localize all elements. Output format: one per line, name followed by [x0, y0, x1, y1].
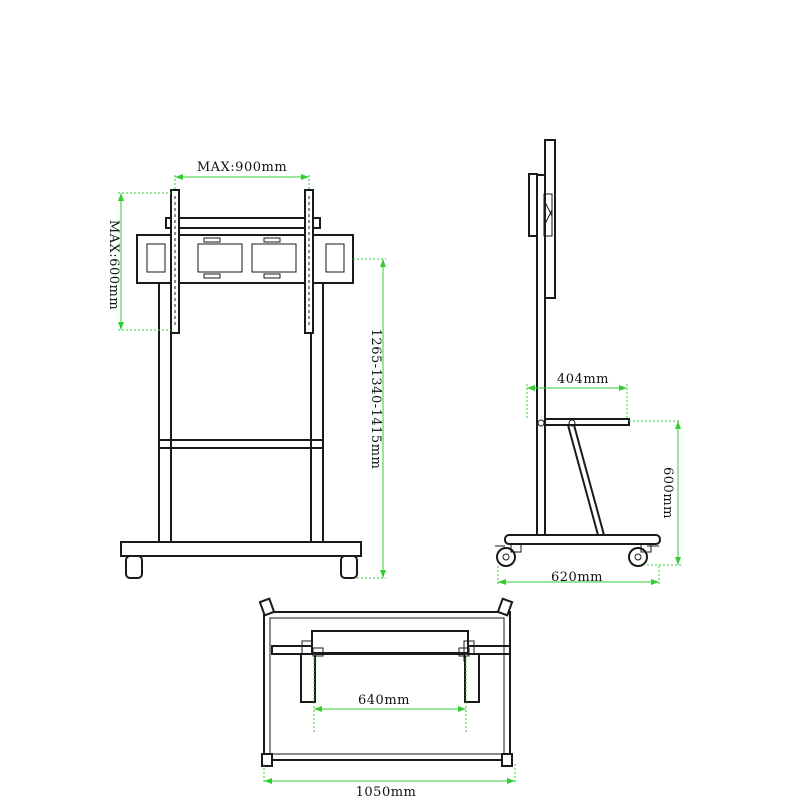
side-caster-right [628, 543, 659, 567]
side-shelf [544, 418, 630, 426]
vesa-arm-right [304, 189, 314, 334]
side-dimensions: 404mm 600mm 620mm [497, 372, 681, 585]
side-caster-left [495, 543, 522, 567]
front-top-rail [165, 217, 321, 229]
front-view [120, 189, 362, 579]
mounting-plate [136, 234, 354, 284]
shelf-strut [566, 424, 606, 536]
side-base-label: 620mm [551, 570, 603, 585]
plate-hole [203, 273, 221, 279]
side-bracket-back [528, 173, 538, 237]
top-caster [261, 753, 273, 767]
top-caster [496, 597, 514, 617]
plate-hole [263, 273, 281, 279]
plate-hole [203, 237, 221, 243]
front-left-pole [158, 239, 172, 543]
max-height-label: MAX:600mm [106, 220, 121, 310]
front-cross-bar [158, 439, 324, 449]
plate-slot [197, 243, 243, 273]
plate-hole [263, 237, 281, 243]
front-dimensions: MAX:900mm MAX:600mm 1265-1340-1415mm [106, 160, 386, 579]
top-caster [501, 753, 513, 767]
plate-slot [251, 243, 297, 273]
top-pole-left [300, 653, 316, 703]
max-width-label: MAX:900mm [197, 160, 287, 175]
top-view [258, 597, 514, 767]
top-pole-right [464, 653, 480, 703]
base-width-label: 1050mm [356, 785, 417, 800]
front-caster-right [340, 555, 358, 579]
plate-slot [146, 243, 166, 273]
top-dimensions: 640mm 1050mm [263, 654, 516, 800]
shelf-height-label: 600mm [660, 467, 675, 519]
shelf-depth-label: 404mm [557, 372, 609, 387]
top-caster [258, 597, 276, 617]
front-base [120, 541, 362, 557]
vesa-arm-left [170, 189, 180, 334]
side-view [495, 139, 661, 567]
top-center-box [311, 630, 469, 654]
side-base [504, 534, 661, 545]
camera-width-label: 640mm [358, 693, 410, 708]
front-caster-left [125, 555, 143, 579]
side-monitor [544, 139, 556, 299]
plate-slot [325, 243, 345, 273]
height-range-label: 1265-1340-1415mm [368, 329, 383, 470]
